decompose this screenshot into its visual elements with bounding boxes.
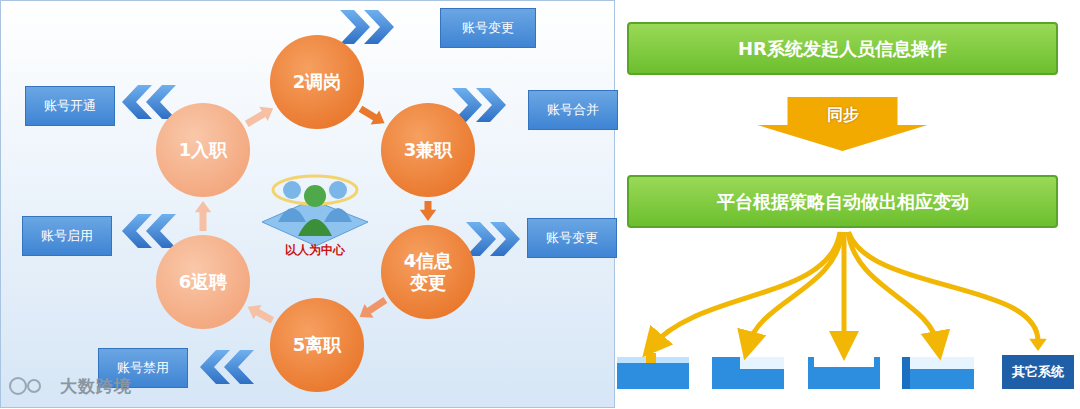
left-panel — [1, 1, 615, 408]
account-box: 账号变更 — [440, 8, 536, 48]
connector — [195, 201, 211, 231]
stage-circle: 1入职 — [155, 102, 251, 198]
double-chevron — [122, 214, 176, 248]
people-icon — [262, 176, 368, 246]
node-text: 1入职 — [171, 139, 236, 162]
process-box: HR系统发起人员信息操作 — [627, 22, 1058, 75]
stage-circle: 3兼职 — [380, 102, 476, 198]
system-box: 其它系统 — [1002, 355, 1074, 389]
watermark-logo — [10, 378, 40, 394]
connector — [248, 305, 273, 320]
stage-circle: 4信息 变更 — [380, 224, 476, 320]
double-chevron — [122, 85, 176, 119]
system-icons — [617, 353, 974, 389]
account-box: 账号开通 — [25, 86, 115, 126]
account-box: 账号合并 — [528, 90, 618, 130]
node-text: 3兼职 — [396, 139, 461, 162]
node-text: 账号合并 — [547, 101, 599, 119]
node-text: 账号禁用 — [117, 359, 169, 377]
node-text: 账号开通 — [44, 97, 96, 115]
stage-circle: 6返聘 — [155, 234, 251, 330]
account-box: 账号启用 — [22, 216, 112, 256]
watermark: 大数跨境 — [60, 375, 132, 398]
node-text: 4信息 变更 — [396, 250, 461, 295]
connector — [247, 107, 273, 124]
node-text: 其它系统 — [1012, 363, 1064, 381]
connector — [360, 109, 384, 125]
node-text: 账号变更 — [462, 19, 514, 37]
node-text: 平台根据策略自动做出相应变动 — [717, 190, 969, 214]
double-chevron — [466, 222, 520, 256]
fan-arrows — [652, 232, 938, 346]
fan-arrow — [842, 232, 847, 346]
center-label: 以人为中心 — [285, 242, 345, 259]
fan-arrow — [652, 232, 840, 346]
node-text: 6返聘 — [171, 271, 236, 294]
double-chevron — [200, 350, 254, 384]
stage-circle: 5离职 — [269, 297, 365, 393]
connector — [360, 300, 386, 318]
fan-arrow — [748, 232, 842, 346]
node-text: HR系统发起人员信息操作 — [738, 37, 947, 61]
node-text: 账号启用 — [41, 227, 93, 245]
edge-label: 同步 — [827, 105, 859, 126]
node-text: 5离职 — [285, 334, 350, 357]
connector — [849, 232, 1047, 351]
process-box: 平台根据策略自动做出相应变动 — [627, 175, 1058, 228]
account-box: 账号变更 — [527, 218, 617, 258]
connector — [420, 201, 436, 221]
node-text: 账号变更 — [546, 229, 598, 247]
connector — [758, 97, 928, 151]
node-text: 2调岗 — [285, 71, 350, 94]
stage-circle: 2调岗 — [269, 34, 365, 130]
double-chevron — [340, 10, 394, 44]
